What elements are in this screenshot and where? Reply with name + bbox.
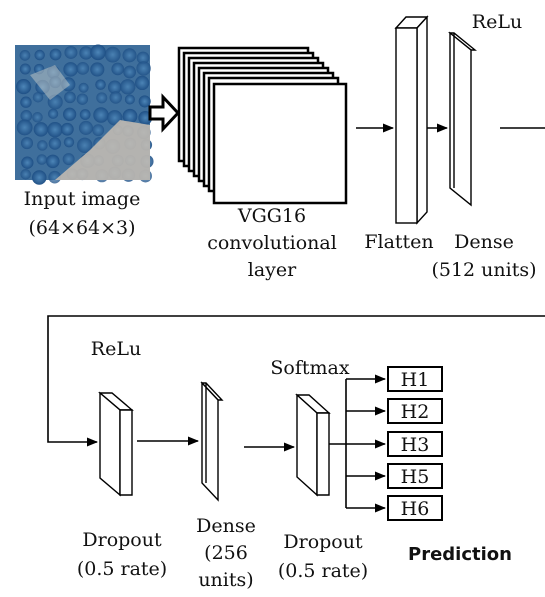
flatten-label: Flatten [364,231,433,253]
softmax-label: Softmax [270,357,349,379]
dense2-label-line2: (256 [204,542,248,564]
output-label-h3: H3 [401,434,430,456]
dropout2-layer [295,393,331,497]
dense-256-layer [200,381,224,502]
dropout1-label-line1: Dropout [82,529,162,551]
dense1-label-line1: Dense [454,231,514,253]
connector-wrap-to-dropout1 [47,315,545,447]
output-box-h5 [387,463,443,489]
vgg-label-line1: VGG16 [237,205,306,227]
input-label-line2: (64×64×3) [28,217,135,239]
output-box-h3 [387,431,443,457]
dropout1-layer [98,391,134,497]
dropout2-label-line1: Dropout [283,531,363,553]
output-label-h5: H5 [401,466,430,488]
output-box-h1 [387,366,443,392]
dense-512-layer [448,31,477,207]
vgg-label-line2: convolutional [207,232,337,254]
prediction-label: Prediction [408,544,512,565]
dense2-label-line1: Dense [196,515,256,537]
flatten-layer [394,15,429,225]
hollow-arrow-icon [148,93,181,133]
dropout2-label-line2: (0.5 rate) [278,560,368,582]
vgg-label-line3: layer [248,259,297,281]
dense1-label-line2: (512 units) [431,259,536,281]
input-label-line1: Input image [24,188,141,210]
dense1-activation-label: ReLu [472,11,522,33]
input-image [15,44,154,185]
output-box-h2 [387,398,443,424]
dropout1-label-line2: (0.5 rate) [77,558,167,580]
dense2-label-line3: units) [198,569,253,591]
output-label-h6: H6 [401,498,430,520]
vgg16-feature-map-stack [177,46,348,205]
output-label-h1: H1 [401,369,430,391]
row2-activation-label: ReLu [91,338,141,360]
output-box-h6 [387,495,443,521]
output-label-h2: H2 [401,401,430,423]
